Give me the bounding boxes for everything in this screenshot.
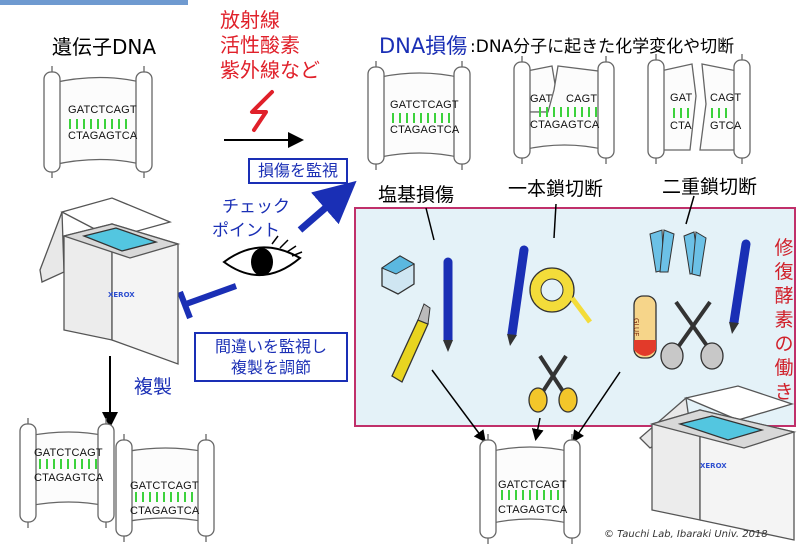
sequence-top: GATCTCAGT [130,480,199,492]
copier-machine-right [639,385,797,541]
sequence-fragment: GAT [670,92,693,104]
copier-machine-left [39,197,181,365]
repair-enzyme-label: 修 復 酵 素 の 働 き [773,236,795,404]
checkpoint-label-line2: ポイント [212,221,280,241]
sequence-bottom: CTAGAGTCA [68,130,138,142]
scissors-icon [660,300,724,370]
repair-enzyme-char: 復 [774,261,794,283]
cause-radiation: 放射線 [220,8,280,32]
pencil-icon [507,245,529,346]
sequence-bottom: CTAGAGTCA [498,504,568,516]
glue-stick-icon [633,295,657,359]
sequence-bottom: CTAGAGTCA [34,472,104,484]
sequence-top: GATCTCAGT [34,447,103,459]
cause-uv: 紫外線など [220,58,320,82]
gene-dna-label: 遺伝子DNA [52,35,157,59]
dna-scroll-repaired [479,434,581,544]
monitor-errors-line2: 複製を調節 [230,358,311,377]
base-damage-label: 塩基損傷 [378,184,455,206]
dna-scroll-single-break [513,56,615,164]
scissors-icon [528,354,578,413]
repair-enzyme-char: の [774,333,794,355]
dna-scroll-copy-1 [19,418,115,528]
monitor-errors-line1: 間違いを監視し [214,337,327,356]
checkpoint-label-line1: チェック [222,197,290,217]
sequence-top: GATCTCAGT [498,479,567,491]
header-accent-bar [0,0,188,5]
damage-description: :DNA分子に起きた化学変化や切断 [470,37,735,57]
copier-brand-label: XEROX [108,291,135,299]
inhibit-line [184,283,238,307]
cause-ros: 活性酸素 [220,33,300,57]
dna-scroll-copy-2 [115,434,215,542]
copyright-notice: © Tauchi Lab, Ibaraki Univ. 2018 [604,529,768,540]
repair-enzyme-char: き [774,381,794,403]
sequence-fragment: GTCA [710,120,742,132]
sequence-bottom: CTAGAGTCA [390,124,460,136]
sequence-bottom: CTAGAGTCA [530,119,600,131]
sequence-fragment: CAGT [566,93,598,105]
double-strand-break-label: 二重鎖切断 [662,176,758,198]
monitor-damage-box: 損傷を監視 [248,158,348,184]
monitor-errors-box: 間違いを監視し 複製を調節 [194,332,348,382]
eraser-icon [380,255,416,295]
sequence-top: GATCTCAGT [68,104,137,116]
tape-icon [529,267,592,324]
repair-enzyme-char: 修 [774,237,794,259]
dna-scroll-base-damage [367,61,471,170]
clip-icon [649,229,707,277]
sequence-top: GATCTCAGT [390,99,459,111]
eye-icon [222,235,303,276]
cutter-knife-icon [391,303,431,383]
repair-enzyme-char: 素 [774,309,794,331]
repair-enzyme-char: 酵 [774,285,794,307]
copier-brand-label: XEROX [700,462,727,470]
monitor-damage-arrow [297,180,357,233]
pencil-icon [443,257,453,352]
lightning-icon [250,90,274,132]
replication-label: 複製 [134,376,173,398]
repair-enzyme-char: 働 [774,357,794,379]
single-strand-break-label: 一本鎖切断 [508,178,604,200]
pencil-icon [729,239,751,334]
glue-label: GLUE [632,318,640,337]
sequence-fragment: GAT [530,93,553,105]
sequence-bottom: CTAGAGTCA [130,505,200,517]
sequence-fragment: CAGT [710,92,742,104]
dna-scroll-original [43,66,153,178]
damage-title: DNA損傷 [379,34,468,58]
dna-scroll-double-break [647,54,751,164]
sequence-fragment: CTA [670,120,692,132]
